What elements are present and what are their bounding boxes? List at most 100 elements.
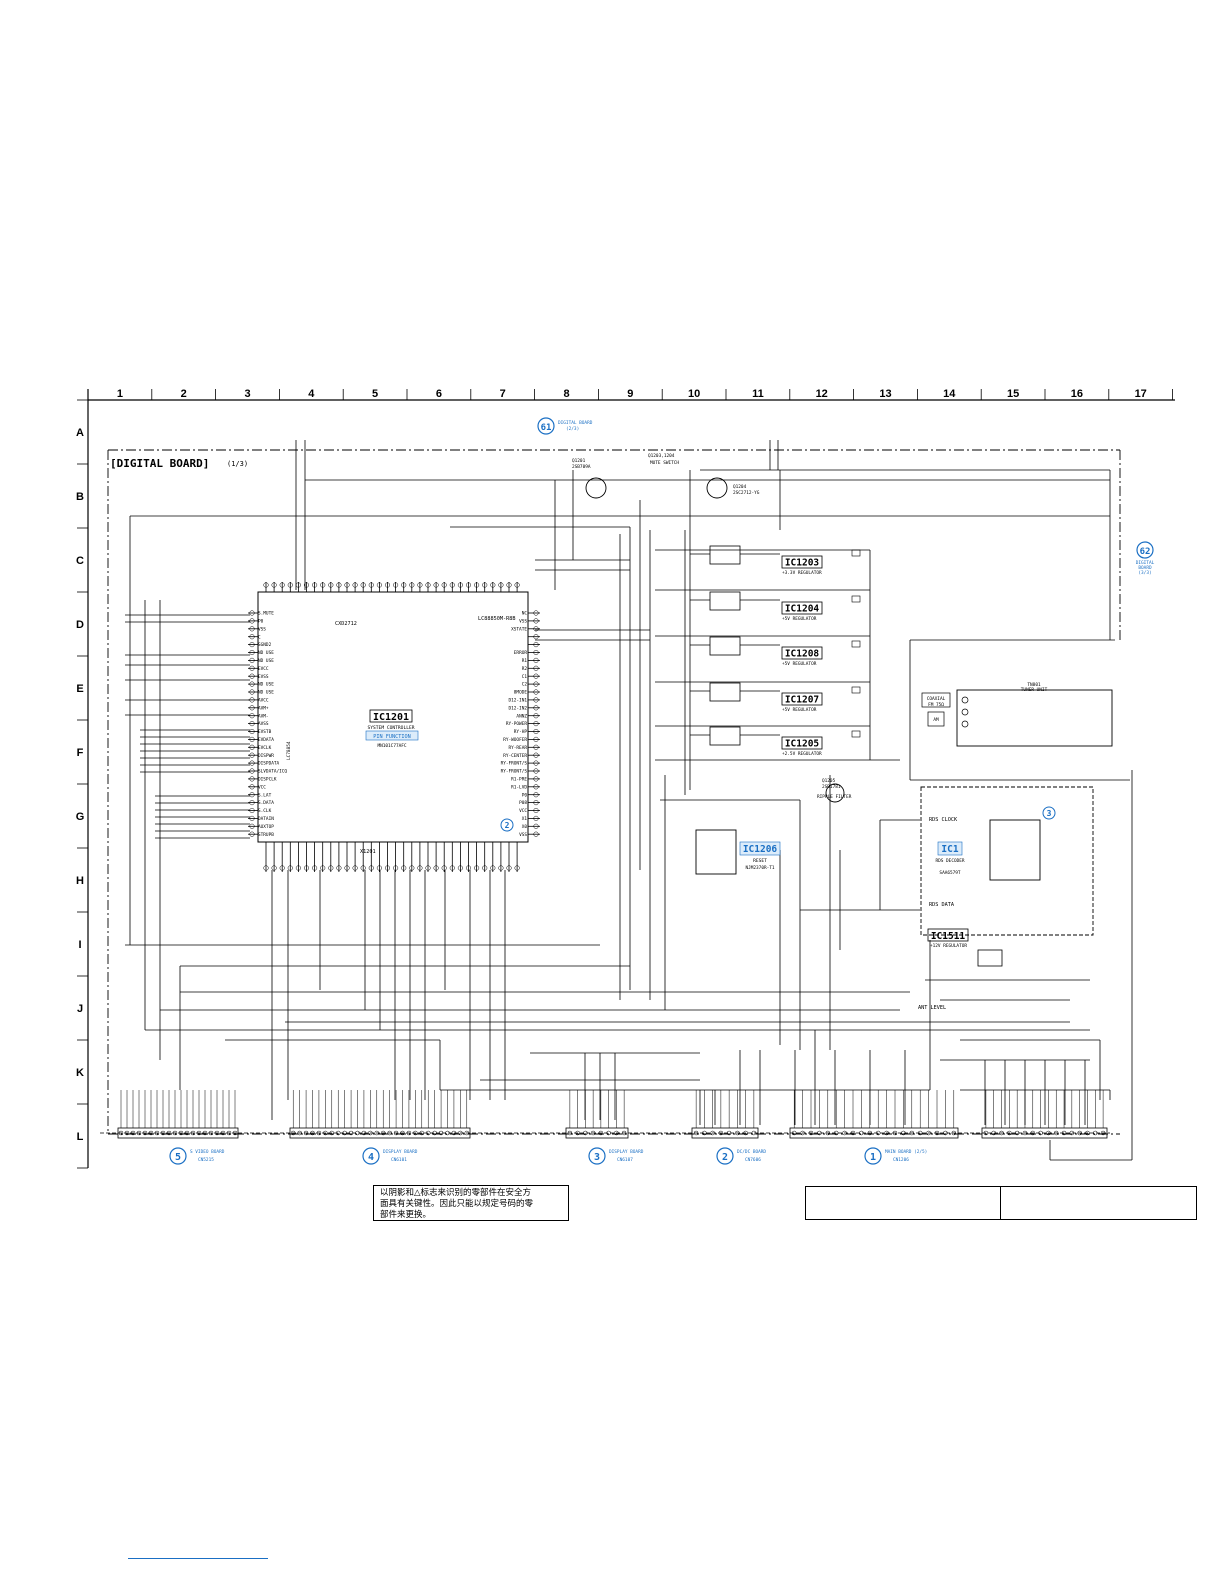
pin-pad: [249, 634, 255, 640]
pin-pad: [344, 582, 350, 588]
board-ref-num: 3: [594, 1152, 600, 1163]
pin-pad: [249, 610, 255, 616]
pin-label-right: X1: [522, 816, 528, 822]
board-ref-name: DC/DC BOARD: [737, 1149, 766, 1155]
regulator-body: [709, 726, 741, 746]
regulator-ic1205: IC1205+2.5V REGULATOR: [690, 726, 861, 757]
connector-pin: [1014, 1130, 1020, 1136]
pin-pad: [279, 582, 285, 588]
pin-pad: [249, 784, 255, 790]
pin-pad: [498, 865, 504, 871]
connector-pin: [791, 1130, 797, 1136]
row-label: K: [76, 1067, 84, 1079]
pin-label-left: EVSS: [258, 674, 269, 680]
pin-label-right: RY-POWER: [506, 721, 528, 727]
pin-pad: [303, 582, 310, 588]
pin-pad: [344, 865, 350, 871]
pin-pad: [533, 721, 539, 727]
pin-pad: [336, 582, 342, 588]
connector-pin: [999, 1130, 1004, 1136]
connector-pin: [464, 1130, 470, 1136]
pin-pad: [263, 865, 269, 871]
svg-text:LC78854: LC78854: [286, 741, 292, 760]
ref-62: 62 DIGITAL BOARD (3/3): [1136, 541, 1155, 576]
pin-pad: [249, 792, 255, 798]
pin-pad: [295, 865, 301, 871]
pin-pad: [533, 681, 539, 687]
connector-pin: [310, 1130, 315, 1136]
connector-pin: [621, 1130, 627, 1136]
connector-pin: [1077, 1130, 1082, 1136]
pin-pad: [533, 626, 539, 632]
connector-pin: [419, 1130, 425, 1136]
regulator-name: IC1208: [785, 649, 820, 660]
svg-text:SAA6579T: SAA6579T: [939, 870, 961, 876]
connector-pin: [702, 1130, 707, 1136]
svg-text:TUNER UNIT: TUNER UNIT: [1021, 687, 1048, 693]
pin-label-right: D12-IN2: [508, 705, 527, 711]
column-label: 4: [308, 388, 315, 400]
pin-pad: [279, 865, 285, 871]
connector-pin: [393, 1130, 399, 1136]
pin-label-right: D12-IN1: [508, 698, 527, 704]
connector-pin: [166, 1130, 172, 1136]
row-label: J: [77, 1003, 83, 1015]
pin-label-left: VSS: [258, 626, 266, 632]
ref-61: 61 DIGITAL BOARD (2/3): [537, 417, 593, 435]
pin-pad: [320, 582, 326, 588]
pin-label-left: S.DATA: [258, 800, 274, 806]
pin-pad: [482, 582, 488, 588]
pin-label-right: RY-FRONT/S: [501, 769, 528, 775]
ic1201-other: LC88850M-R8B: [478, 616, 515, 622]
column-label: 17: [1135, 388, 1147, 400]
bottom-rule: [128, 1558, 268, 1559]
svg-text:MN101C77AFC: MN101C77AFC: [377, 743, 406, 749]
connector-pin: [817, 1130, 822, 1136]
row-label: C: [76, 555, 84, 567]
regulator-label-box: [781, 555, 823, 569]
pin-label-right: XSTATE: [511, 626, 527, 632]
pin-pad: [249, 823, 255, 829]
connector-pin: [400, 1130, 405, 1136]
pin-pad: [441, 582, 447, 588]
connector-pin: [124, 1130, 130, 1136]
pin-pad: [249, 768, 255, 774]
board-ref-name: DISPLAY BOARD: [383, 1149, 418, 1155]
ic1206: IC1206 RESET NJM2370R-T1: [695, 829, 781, 875]
regulator-sub: +2.5V REGULATOR: [782, 751, 822, 757]
regulator-ic1207: IC1207+5V REGULATOR: [690, 682, 861, 713]
connector-pin: [859, 1130, 864, 1136]
svg-text:COAXIAL: COAXIAL: [927, 696, 946, 702]
connector-pin: [926, 1130, 931, 1136]
pin-pad: [393, 582, 399, 588]
svg-text:2SB709A: 2SB709A: [572, 464, 591, 470]
connector-body: [691, 1127, 759, 1139]
column-label: 15: [1007, 388, 1019, 400]
board-ref-num: 4: [368, 1152, 374, 1163]
pin-label-right: R1: [522, 658, 528, 664]
board-ref-circle: [588, 1147, 606, 1165]
pin-pad: [328, 865, 334, 871]
connector-marker: [851, 595, 861, 603]
connector-pin: [226, 1130, 232, 1136]
pin-label-left: S.CLK: [258, 808, 272, 814]
connector-pin: [425, 1130, 431, 1136]
connector-pin: [710, 1130, 715, 1136]
row-label: D: [76, 619, 84, 631]
connector-pin: [917, 1130, 923, 1136]
board-title-part: (1/3): [227, 460, 248, 468]
pin-label-right: NC: [522, 611, 528, 617]
pin-label-left: DISPCLK: [258, 777, 277, 783]
pin-pad: [490, 865, 496, 871]
pin-label-left: ND USE: [258, 682, 274, 688]
pin-pad: [417, 865, 423, 871]
board-ref-num: 5: [175, 1152, 181, 1163]
pin-pad: [376, 582, 382, 588]
connector-pin: [160, 1130, 166, 1136]
pin-function-link[interactable]: PIN FUNCTION: [373, 734, 410, 740]
regulator-name: IC1203: [785, 558, 820, 569]
connector-pin: [130, 1130, 136, 1136]
pin-pad: [263, 582, 269, 588]
pin-pad: [352, 582, 358, 588]
